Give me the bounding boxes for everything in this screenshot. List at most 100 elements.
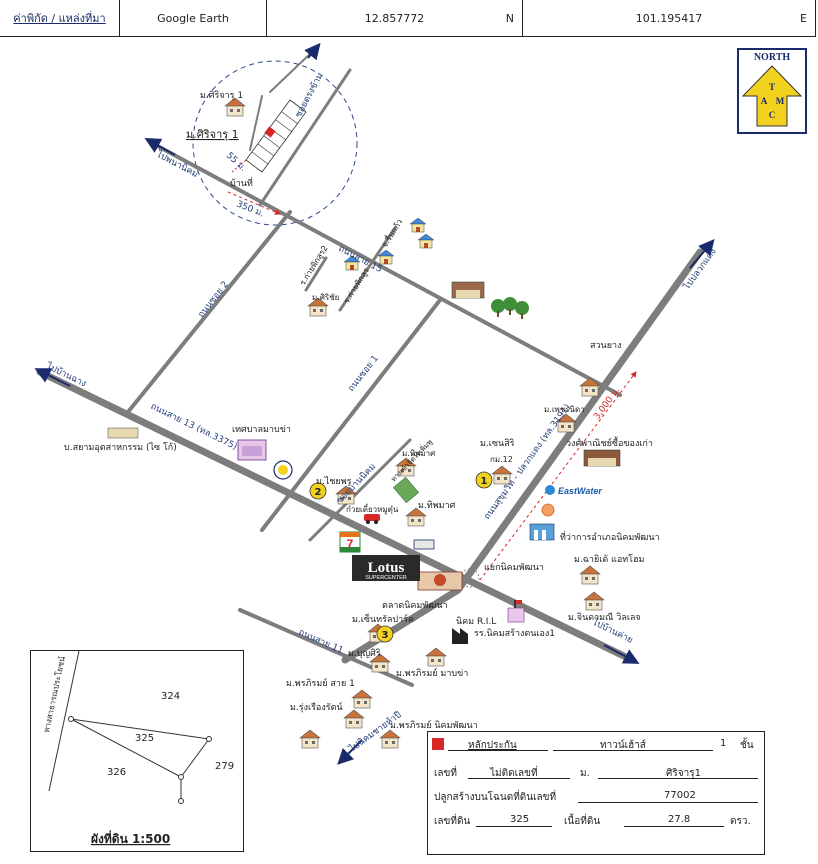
label-amphoe: ที่ว่าการอำเภอนิคมพัฒนา bbox=[560, 530, 660, 543]
distance-3000 bbox=[479, 371, 637, 581]
source-cell: Google Earth bbox=[120, 0, 267, 37]
coordinate-header: ค่าพิกัด / แหล่งที่มา Google Earth 12.85… bbox=[0, 0, 818, 38]
car-icon bbox=[364, 514, 380, 524]
north-compass: NORTH T A M C bbox=[737, 48, 807, 134]
collateral-marker bbox=[264, 126, 276, 138]
amphoe-office bbox=[529, 523, 555, 541]
deed-label: ปลูกสร้างบนโฉนดที่ดินเลขที่ bbox=[434, 792, 557, 803]
label-phrakim3: ม.พรภิรมย์ นิคมพัฒนา bbox=[390, 719, 478, 731]
thetsaban-building bbox=[237, 439, 267, 461]
soi-nikhom bbox=[308, 438, 412, 542]
label-wongsakul: วงศ์พาณิชย์ซื้อของเก่า bbox=[566, 436, 653, 449]
area-unit: ตรว. bbox=[730, 816, 751, 827]
house-no-value: ไม่ติดเลขที่ bbox=[490, 768, 538, 779]
floors-value: 1 bbox=[720, 738, 727, 749]
soi-2 bbox=[126, 210, 292, 414]
label-phrakim1: ม.พรภิรมย์ สาย 1 bbox=[286, 677, 355, 689]
house-icon bbox=[409, 217, 427, 233]
longitude-dir: E bbox=[800, 11, 807, 25]
eastwater-logo: EastWater bbox=[541, 485, 602, 517]
label-tippmas: ม.ทิพมาศ bbox=[418, 500, 456, 511]
plot-road-label: ทางสาธารณประโยชน์ bbox=[41, 655, 67, 734]
compass-letter-m: M bbox=[776, 96, 785, 106]
floors-unit: ชั้น bbox=[740, 740, 754, 751]
label-rungrot2: ร.ก่ายพิกสูร2 bbox=[298, 244, 330, 288]
water-pin-icon bbox=[541, 503, 555, 517]
tree-group bbox=[491, 297, 529, 319]
soi-a bbox=[304, 256, 328, 292]
marker-3-text: 3 bbox=[382, 630, 389, 641]
label-suanyang: สวนยาง bbox=[590, 341, 621, 351]
label-centerpark: ม.เซ็นทรัลปาร์ค bbox=[352, 612, 414, 625]
tree-icon bbox=[503, 297, 517, 315]
label-talad: ตลาดนิคมพัฒนา bbox=[382, 600, 448, 611]
green-building bbox=[393, 476, 419, 504]
marker-1 bbox=[475, 471, 493, 489]
arrow-south bbox=[337, 739, 363, 765]
marker-3 bbox=[376, 625, 394, 643]
soi-1 bbox=[260, 298, 442, 532]
house-no-label: เลขที่ bbox=[434, 768, 457, 779]
house-icon bbox=[299, 729, 321, 749]
north-label: NORTH bbox=[753, 52, 791, 63]
zoom-circle bbox=[192, 60, 358, 226]
bus-icon bbox=[413, 539, 435, 550]
label-nikomril: นิคม R.I.L bbox=[456, 616, 496, 627]
area-value: 27.8 bbox=[668, 814, 691, 825]
village-label: ม. bbox=[580, 768, 590, 779]
road-3191 bbox=[454, 248, 704, 594]
label-sirijaru1b: ม.ศิริจารุ 1 bbox=[186, 128, 239, 141]
plot-326: 326 bbox=[107, 767, 126, 778]
label-sensiri: ม.เซนสิริ bbox=[480, 438, 515, 449]
label-siriphat: ม.ทิพมาศ bbox=[402, 449, 435, 458]
label-phetdida: ม.เพชรนิดา bbox=[544, 405, 585, 414]
factory-siam bbox=[107, 427, 139, 439]
house-icons bbox=[224, 97, 605, 749]
label-boonsiri: ม.บุญศิริ bbox=[348, 648, 381, 659]
longitude-value: 101.195417 bbox=[635, 11, 703, 25]
land-no-value: 325 bbox=[510, 814, 530, 825]
compass-letter-t: T bbox=[769, 82, 775, 92]
house-icon bbox=[343, 709, 365, 729]
label-rrnikom: รร.นิคมสร้างตนเอง1 bbox=[474, 628, 555, 639]
area-label: เนื้อที่ดิน bbox=[564, 816, 601, 827]
plot-drawing: ทางสาธารณประโยชน์ 324 325 326 279 ผังที่… bbox=[41, 650, 234, 846]
label-sirijaru1a: ม.ศิริจารุ 1 bbox=[200, 90, 243, 101]
house-icon bbox=[579, 565, 601, 585]
distance-labels: 350 ม. 55 ม. 3,000 ม. bbox=[224, 151, 622, 422]
plot-324: 324 bbox=[161, 691, 180, 702]
road-11-label: ถนนสาย 11 bbox=[297, 628, 345, 657]
gas-station-icon bbox=[273, 460, 293, 480]
seven-eleven-logo: 7 bbox=[339, 531, 361, 553]
label-rungruang: ม.รุ่งเรืองรัตน์ bbox=[290, 701, 343, 713]
marker-2-text: 2 bbox=[315, 487, 322, 498]
label-yaek: แยกนิคมพัฒนา bbox=[484, 562, 544, 573]
collateral-label: หลักประกัน bbox=[468, 740, 517, 751]
soi-top bbox=[269, 51, 313, 93]
collateral-legend: หลักประกัน ทาวน์เฮ้าส์ 1 ชั้น เลขที่ ไม่… bbox=[427, 731, 765, 855]
house-icon bbox=[583, 591, 605, 611]
label-siam: บ.สยามอุตสาหกรรม (ไซ โก้) bbox=[64, 442, 177, 453]
market-building bbox=[417, 571, 463, 591]
label-sirichai: ม.ศิริชัย bbox=[312, 293, 339, 302]
road-11 bbox=[238, 608, 414, 687]
tree-icon bbox=[515, 301, 529, 319]
plot-279: 279 bbox=[215, 761, 234, 772]
latitude-value: 12.857772 bbox=[364, 11, 425, 25]
lotus-logo: Lotus SUPERCENTER bbox=[352, 555, 420, 581]
north-arrow-icon: T A M C bbox=[741, 65, 803, 127]
road-network bbox=[36, 51, 704, 687]
latitude-dir: N bbox=[505, 11, 514, 25]
label-tippakarn: ทางเข้าจิตใจเพิ่มพู bbox=[389, 437, 434, 483]
arrow-bankhai bbox=[603, 644, 640, 664]
seven-eleven-text: 7 bbox=[347, 537, 354, 551]
distance-55 bbox=[231, 159, 247, 173]
label-banthee: บ้านที่ bbox=[230, 176, 253, 189]
header-label-cell: ค่าพิกัด / แหล่งที่มา bbox=[0, 0, 120, 37]
village-value: ศิริจารุ1 bbox=[666, 768, 701, 779]
label-km12: กม.12 bbox=[490, 455, 513, 464]
marker-2 bbox=[309, 482, 327, 500]
compass-letter-a: A bbox=[761, 96, 768, 106]
